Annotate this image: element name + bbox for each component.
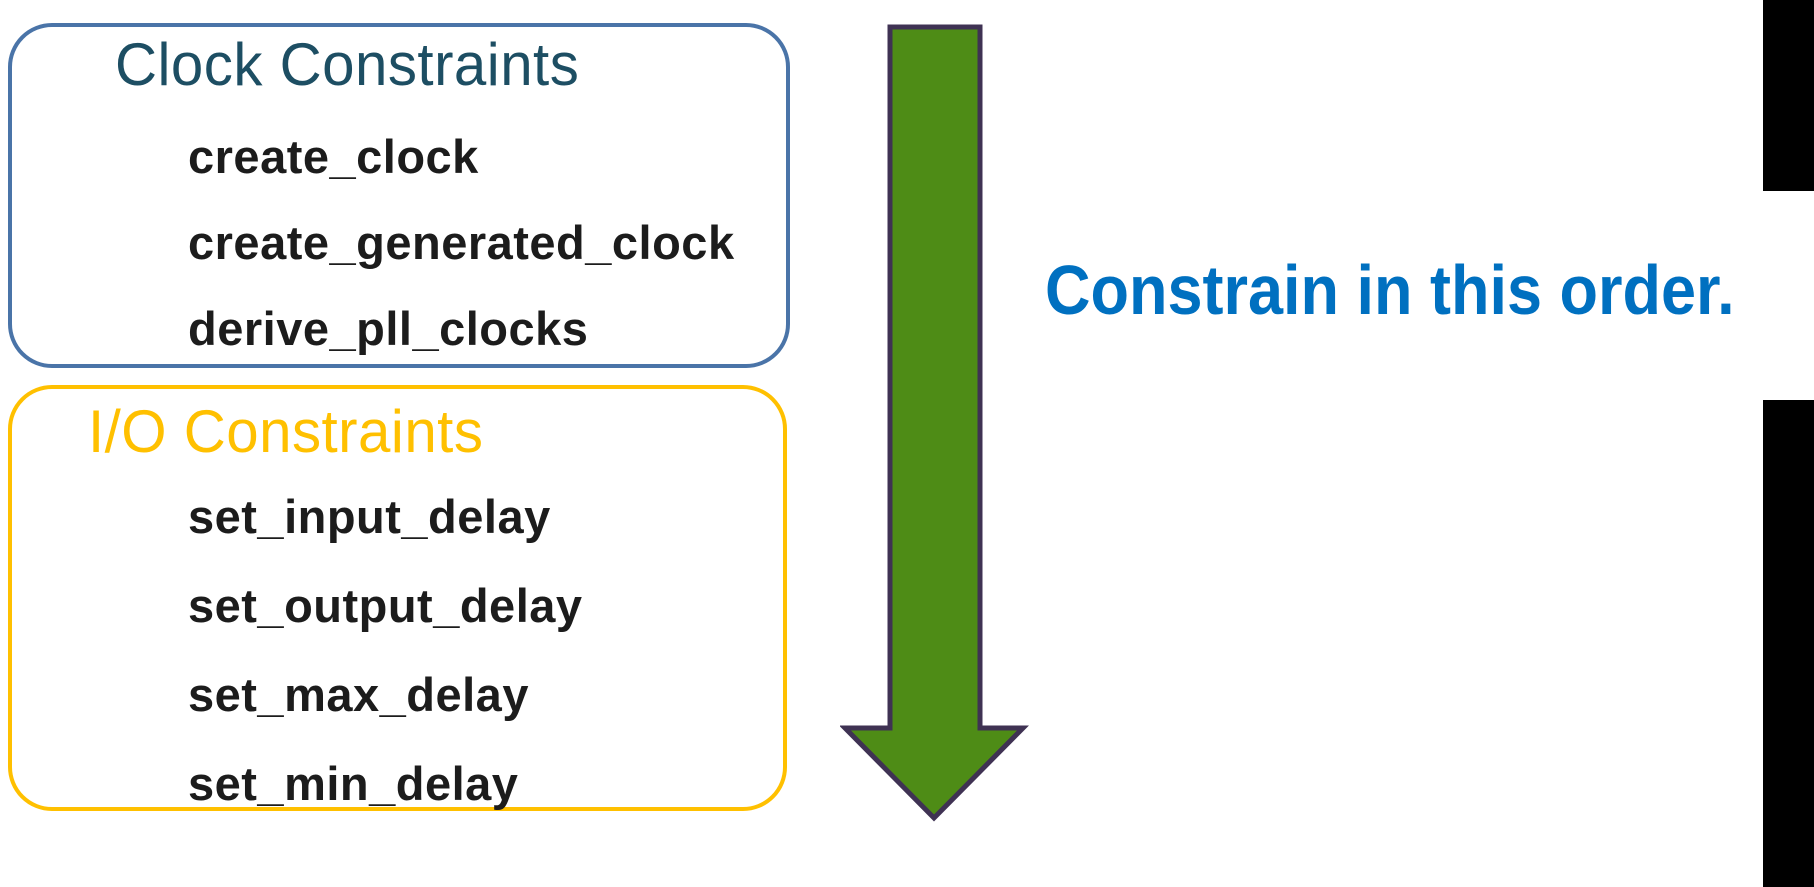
list-item: set_output_delay xyxy=(188,579,583,632)
list-item: create_generated_clock xyxy=(188,216,735,269)
list-item: set_max_delay xyxy=(188,668,529,721)
redaction-block-top xyxy=(1763,0,1814,191)
io-constraints-title: I/O Constraints xyxy=(88,398,484,465)
down-arrow-icon xyxy=(840,24,1029,822)
list-item: set_min_delay xyxy=(188,757,519,810)
order-caption: Constrain in this order. xyxy=(1045,251,1735,329)
redaction-block-bottom xyxy=(1763,400,1814,887)
clock-constraints-title: Clock Constraints xyxy=(115,31,580,98)
list-item: set_input_delay xyxy=(188,490,551,543)
clock-constraints-items: create_clock create_generated_clock deri… xyxy=(188,114,735,372)
clock-constraints-box xyxy=(8,23,790,368)
io-constraints-items: set_input_delay set_output_delay set_max… xyxy=(188,472,583,828)
list-item: derive_pll_clocks xyxy=(188,302,589,355)
list-item: create_clock xyxy=(188,130,479,183)
io-constraints-box xyxy=(8,385,787,811)
down-arrow-shape xyxy=(840,24,1029,822)
